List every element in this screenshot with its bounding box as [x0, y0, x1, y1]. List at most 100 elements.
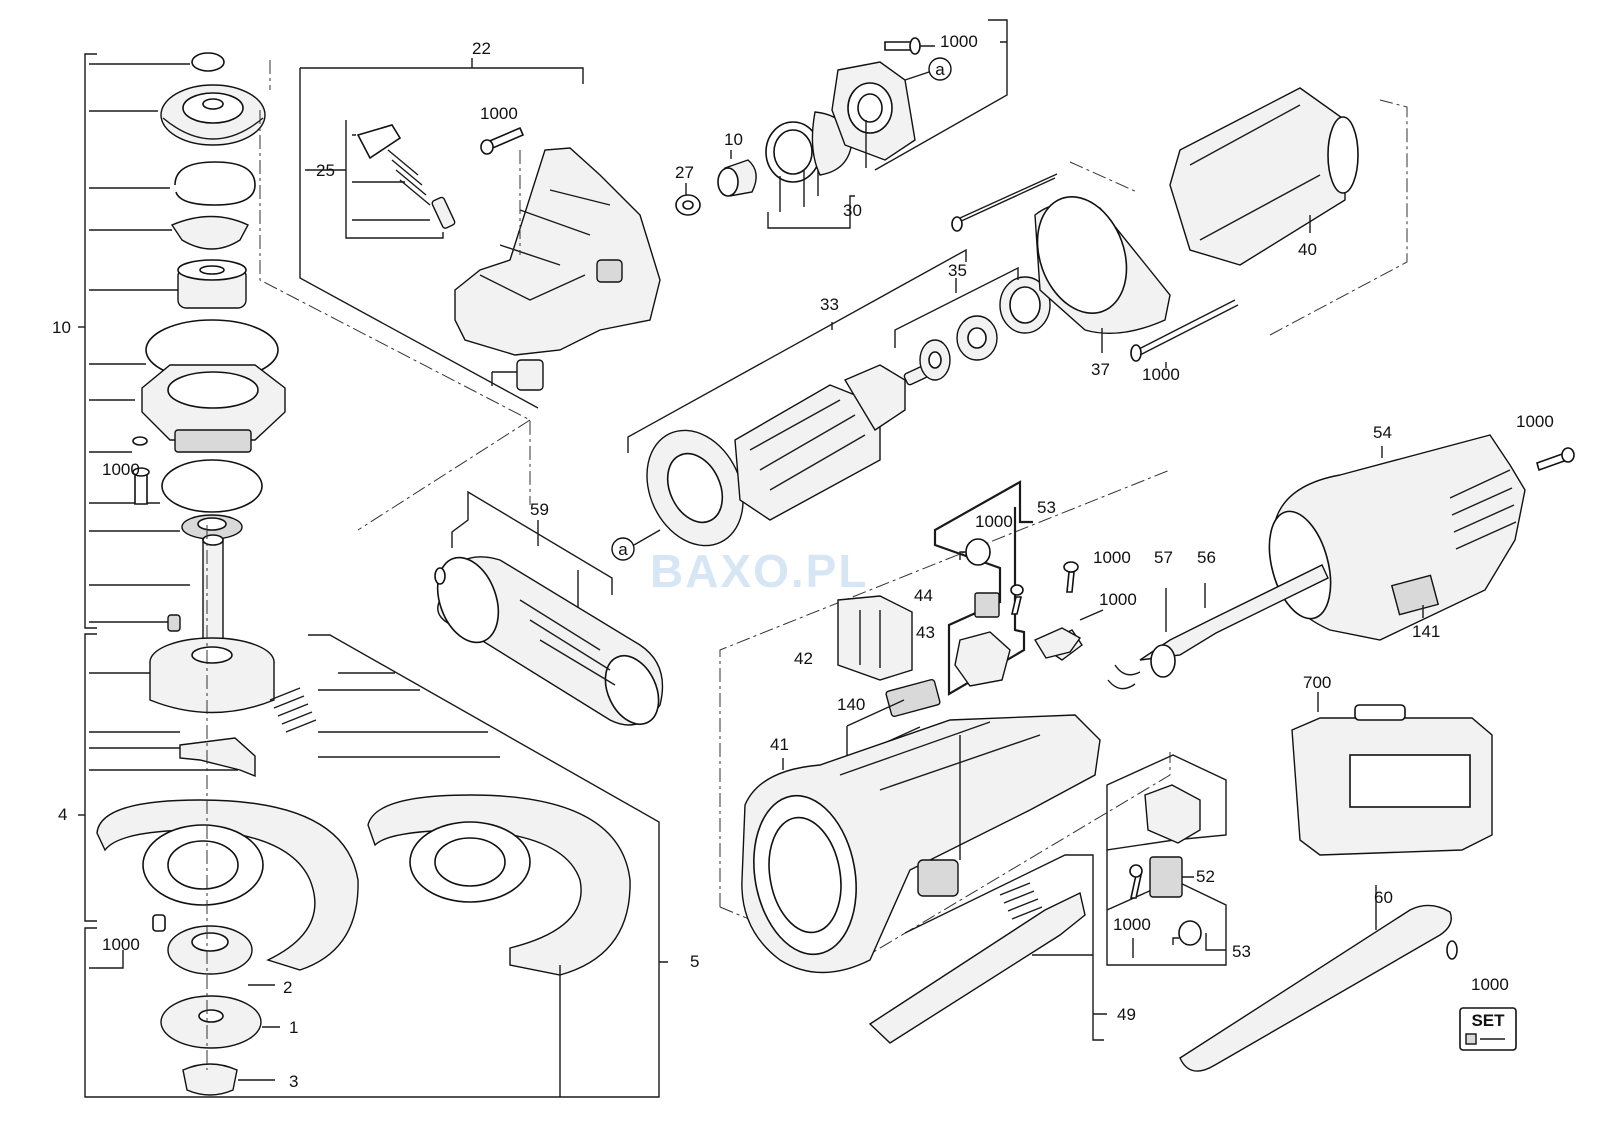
- label-10: 10: [52, 318, 71, 337]
- guard-group-4: [78, 633, 668, 1098]
- stator-group: [1069, 87, 1408, 336]
- label-60: 60: [1374, 888, 1393, 907]
- circlip: [174, 161, 256, 206]
- screw-1000-57: [1066, 571, 1075, 593]
- screw-guard: [152, 914, 166, 932]
- armature-group: [611, 57, 1239, 561]
- label-30: 30: [843, 201, 862, 220]
- brush-set-group: [1106, 754, 1227, 966]
- brush-holder-right: [1144, 784, 1201, 844]
- seal: [161, 459, 263, 513]
- brush-holder-43: [954, 631, 1011, 687]
- callout-a-top-letter: a: [935, 60, 945, 79]
- label-10-b: 10: [724, 130, 743, 149]
- label-59: 59: [530, 500, 549, 519]
- switch-button: [917, 859, 959, 897]
- label-1000-gear: 1000: [480, 104, 518, 123]
- callout-a-top: [928, 57, 952, 81]
- motor-housing-group: [719, 469, 1171, 974]
- suppressor-140: [885, 678, 941, 718]
- rear-housing-group: [1033, 434, 1575, 690]
- label-41: 41: [770, 735, 789, 754]
- carry-case-group: [1291, 692, 1493, 856]
- carbon-brush-44: [974, 592, 1000, 618]
- aux-handle-group: [434, 490, 664, 726]
- commutator: [843, 364, 906, 431]
- spring: [269, 687, 317, 733]
- set-box: SET: [1459, 1007, 1517, 1051]
- label-43: 43: [916, 623, 935, 642]
- label-44: 44: [914, 586, 933, 605]
- lock-lever: [179, 737, 256, 778]
- brush-spring-right: [1178, 920, 1202, 946]
- long-screw-2: [1136, 299, 1236, 351]
- spindle: [202, 539, 224, 651]
- screw-1000-53: [1010, 596, 1023, 615]
- wrench-group: [1179, 885, 1458, 1072]
- label-52: 52: [1196, 867, 1215, 886]
- label-1000-top: 1000: [940, 32, 978, 51]
- label-53-b: 53: [1232, 942, 1251, 961]
- key: [167, 614, 181, 632]
- bearing-group-30: [675, 19, 1008, 229]
- callout-a-bottom: [611, 537, 635, 561]
- label-40: 40: [1298, 240, 1317, 259]
- gear-housing: [454, 147, 661, 356]
- carbon-brush-52: [1149, 856, 1183, 898]
- gear-head-group: [78, 52, 286, 651]
- switch-42: [837, 595, 913, 681]
- switch-rod: [868, 891, 1086, 1044]
- label-37: 37: [1091, 360, 1110, 379]
- long-screw: [956, 177, 1056, 224]
- spanner-wrench-60: [1179, 904, 1452, 1072]
- label-42: 42: [794, 649, 813, 668]
- gear-housing-group: [259, 58, 661, 531]
- label-1000-left-b: 1000: [102, 935, 140, 954]
- label-27: 27: [675, 163, 694, 182]
- armature-rotor: [734, 384, 881, 521]
- screw-1000-top: [884, 41, 913, 51]
- label-700: 700: [1303, 673, 1331, 692]
- cord-guard-56: [1139, 564, 1329, 661]
- needle-sleeve: [516, 359, 544, 391]
- flanges: [152, 525, 280, 1096]
- label-22: 22: [472, 39, 491, 58]
- quick-nut: [182, 1063, 238, 1096]
- label-1000-left-a: 1000: [102, 460, 140, 479]
- screw-1000-52: [1130, 874, 1142, 899]
- stator: [1169, 87, 1346, 266]
- set-box-label: SET: [1471, 1011, 1505, 1030]
- label-1000-57: 1000: [1093, 548, 1131, 567]
- label-1000-54: 1000: [1516, 412, 1554, 431]
- label-1000-52: 1000: [1113, 915, 1151, 934]
- label-53-a: 53: [1037, 498, 1056, 517]
- label-25: 25: [316, 161, 335, 180]
- label-54: 54: [1373, 423, 1392, 442]
- spring: [387, 149, 431, 206]
- part-number-labels: 10 4 5 1 2 3 1000 1000 22 25 1000 27 10 …: [52, 32, 1554, 1091]
- label-5: 5: [690, 952, 699, 971]
- callout-a-bottom-letter: a: [618, 540, 628, 559]
- label-3: 3: [289, 1072, 298, 1091]
- brush-spring: [965, 538, 991, 566]
- spindle-lock-button: [356, 124, 402, 160]
- label-57: 57: [1154, 548, 1173, 567]
- label-1000-set: 1000: [1471, 975, 1509, 994]
- cord-clamp: [1033, 627, 1082, 659]
- label-56: 56: [1197, 548, 1216, 567]
- label-49: 49: [1117, 1005, 1136, 1024]
- label-33: 33: [820, 295, 839, 314]
- retaining-ring: [191, 52, 225, 72]
- power-cord-57: [1107, 664, 1141, 690]
- label-141: 141: [1412, 622, 1440, 641]
- wave-washer: [170, 215, 249, 250]
- switch-rod-group: [868, 854, 1107, 1044]
- label-1: 1: [289, 1018, 298, 1037]
- label-35: 35: [948, 261, 967, 280]
- label-1000-cord: 1000: [1099, 590, 1137, 609]
- label-4: 4: [58, 805, 67, 824]
- label-1000-53: 1000: [975, 512, 1013, 531]
- label-1000-screw: 1000: [1142, 365, 1180, 384]
- label-2: 2: [283, 978, 292, 997]
